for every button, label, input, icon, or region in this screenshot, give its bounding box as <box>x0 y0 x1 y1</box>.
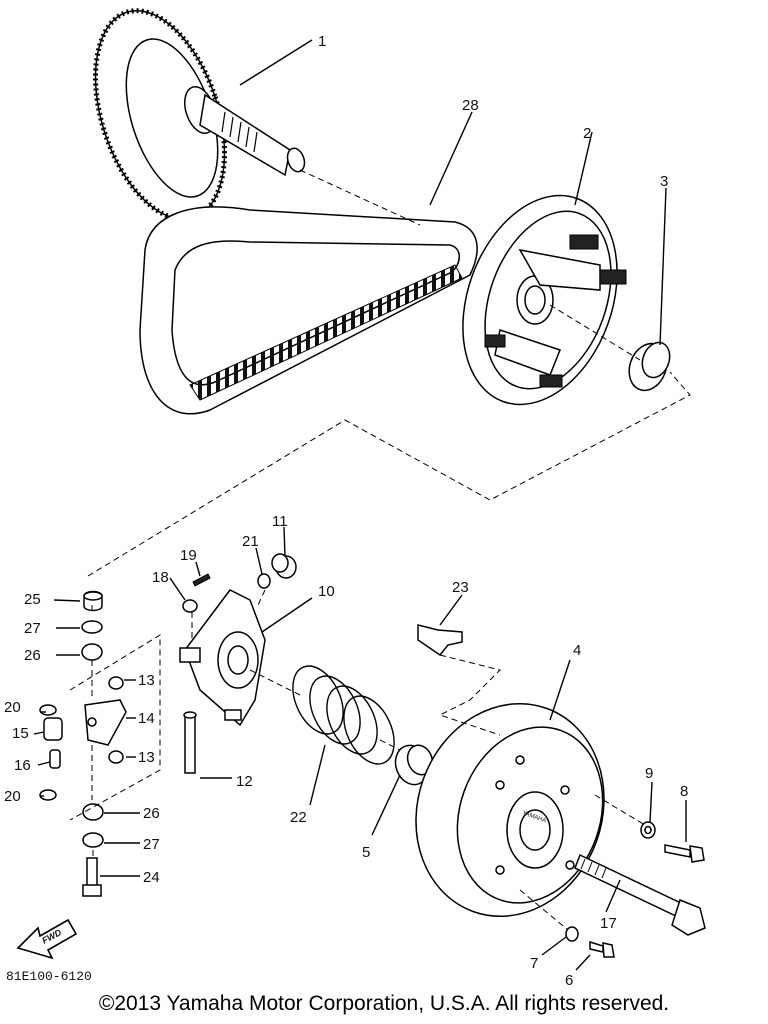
part-10-spider <box>179 589 266 727</box>
label-2: 2 <box>583 125 591 142</box>
label-27-lower: 27 <box>143 836 160 853</box>
label-20-lower: 20 <box>4 788 21 805</box>
part-13-bushing-lower <box>108 750 124 764</box>
label-5: 5 <box>362 844 370 861</box>
label-1: 1 <box>318 33 326 50</box>
part-15-roller <box>43 717 63 741</box>
part-20-washer-lower <box>39 789 57 801</box>
label-13-lower: 13 <box>138 749 155 766</box>
part-12-pin <box>183 711 197 774</box>
label-8: 8 <box>680 783 688 800</box>
part-9-washer <box>640 821 656 839</box>
label-18: 18 <box>152 569 169 586</box>
label-6: 6 <box>565 972 573 989</box>
label-19: 19 <box>180 547 197 564</box>
part-21-washer <box>257 573 271 589</box>
leader-lines <box>33 39 687 971</box>
label-14: 14 <box>138 710 155 727</box>
part-8-bolt <box>664 844 705 863</box>
part-7-washer <box>565 926 579 942</box>
part-3-bushing <box>628 341 671 392</box>
label-26-upper: 26 <box>24 647 41 664</box>
assembly-lines <box>69 169 691 931</box>
part-27-washer-upper <box>81 620 103 634</box>
label-23: 23 <box>452 579 469 596</box>
label-11: 11 <box>272 513 288 530</box>
part-2-sheave-cover <box>462 194 627 406</box>
exploded-parts-diagram: YAMAHA <box>4 8 706 989</box>
fwd-arrow-icon: FWD <box>16 918 78 960</box>
copyright-notice: ©2013 Yamaha Motor Corporation, U.S.A. A… <box>98 992 670 1015</box>
label-28: 28 <box>462 97 479 114</box>
part-28-belt <box>139 206 478 415</box>
label-10: 10 <box>318 583 335 600</box>
part-14-weight-arm <box>84 699 127 746</box>
part-23-bracket <box>417 624 463 657</box>
part-20-washer-upper <box>39 704 57 716</box>
part-27-washer-lower <box>82 832 104 848</box>
part-17-bolt <box>574 853 706 936</box>
label-26-lower: 26 <box>143 805 160 822</box>
part-22-spring <box>292 665 395 765</box>
label-16: 16 <box>14 757 31 774</box>
label-27-upper: 27 <box>24 620 41 637</box>
label-21: 21 <box>242 533 259 550</box>
label-20-upper: 20 <box>4 699 21 716</box>
label-15: 15 <box>12 725 29 742</box>
part-13-bushing-upper <box>108 676 124 690</box>
part-6-screw <box>589 940 615 958</box>
label-7: 7 <box>530 955 538 972</box>
part-18-washer <box>182 599 198 613</box>
part-4-housing: YAMAHA <box>415 702 605 918</box>
part-5-collar <box>394 744 434 786</box>
label-24: 24 <box>143 869 160 886</box>
label-17: 17 <box>600 915 617 932</box>
label-3: 3 <box>660 173 668 190</box>
part-19-screw <box>192 573 211 587</box>
label-25: 25 <box>24 591 41 608</box>
part-26-bushing-lower <box>82 803 104 821</box>
part-11-cap <box>271 553 297 579</box>
label-9: 9 <box>645 765 653 782</box>
label-12: 12 <box>236 773 253 790</box>
part-24-bolt <box>82 857 102 897</box>
label-22: 22 <box>290 809 307 826</box>
drawing-code: 81E100-6120 <box>6 969 92 984</box>
part-16-pin <box>49 749 61 769</box>
label-13-upper: 13 <box>138 672 155 689</box>
part-26-bushing-upper <box>81 643 103 661</box>
label-4: 4 <box>573 642 581 659</box>
part-1-sheave <box>93 8 306 222</box>
part-25-cap <box>83 590 103 612</box>
callout-labels: 1 2 3 4 5 6 7 8 9 10 11 12 13 13 14 15 1… <box>4 33 688 989</box>
